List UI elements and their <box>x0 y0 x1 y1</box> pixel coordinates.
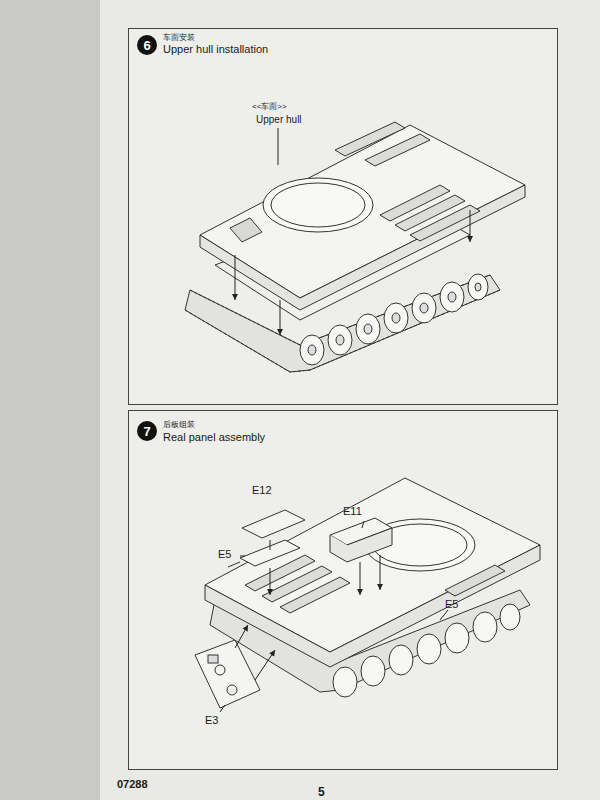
step-heading-cn: 后板组装 <box>163 419 195 430</box>
step-number: 7 <box>137 421 157 441</box>
part-name-cn: <<车面>> <box>252 103 287 112</box>
part-number: E12 <box>252 484 272 496</box>
part-name: Upper hull <box>256 114 302 125</box>
part-number: E3 <box>205 714 218 726</box>
kit-number: 07288 <box>117 778 148 790</box>
step-number-text: 7 <box>143 425 150 438</box>
step-panel: 车面安装Upper hull installation 6 <box>128 28 558 405</box>
part-number: E5 <box>218 548 231 560</box>
page-number: 5 <box>318 786 325 799</box>
step-heading: Upper hull installation <box>163 43 268 55</box>
step-heading-cn: 车面安装 <box>163 32 195 43</box>
step-heading: Real panel assembly <box>163 431 265 443</box>
step-number-text: 6 <box>143 39 150 52</box>
step-panel: 后板组装Real panel assembly 7 <box>128 410 558 770</box>
step-number: 6 <box>137 35 157 55</box>
part-number: E11 <box>343 505 362 517</box>
part-number: E5 <box>445 598 458 610</box>
